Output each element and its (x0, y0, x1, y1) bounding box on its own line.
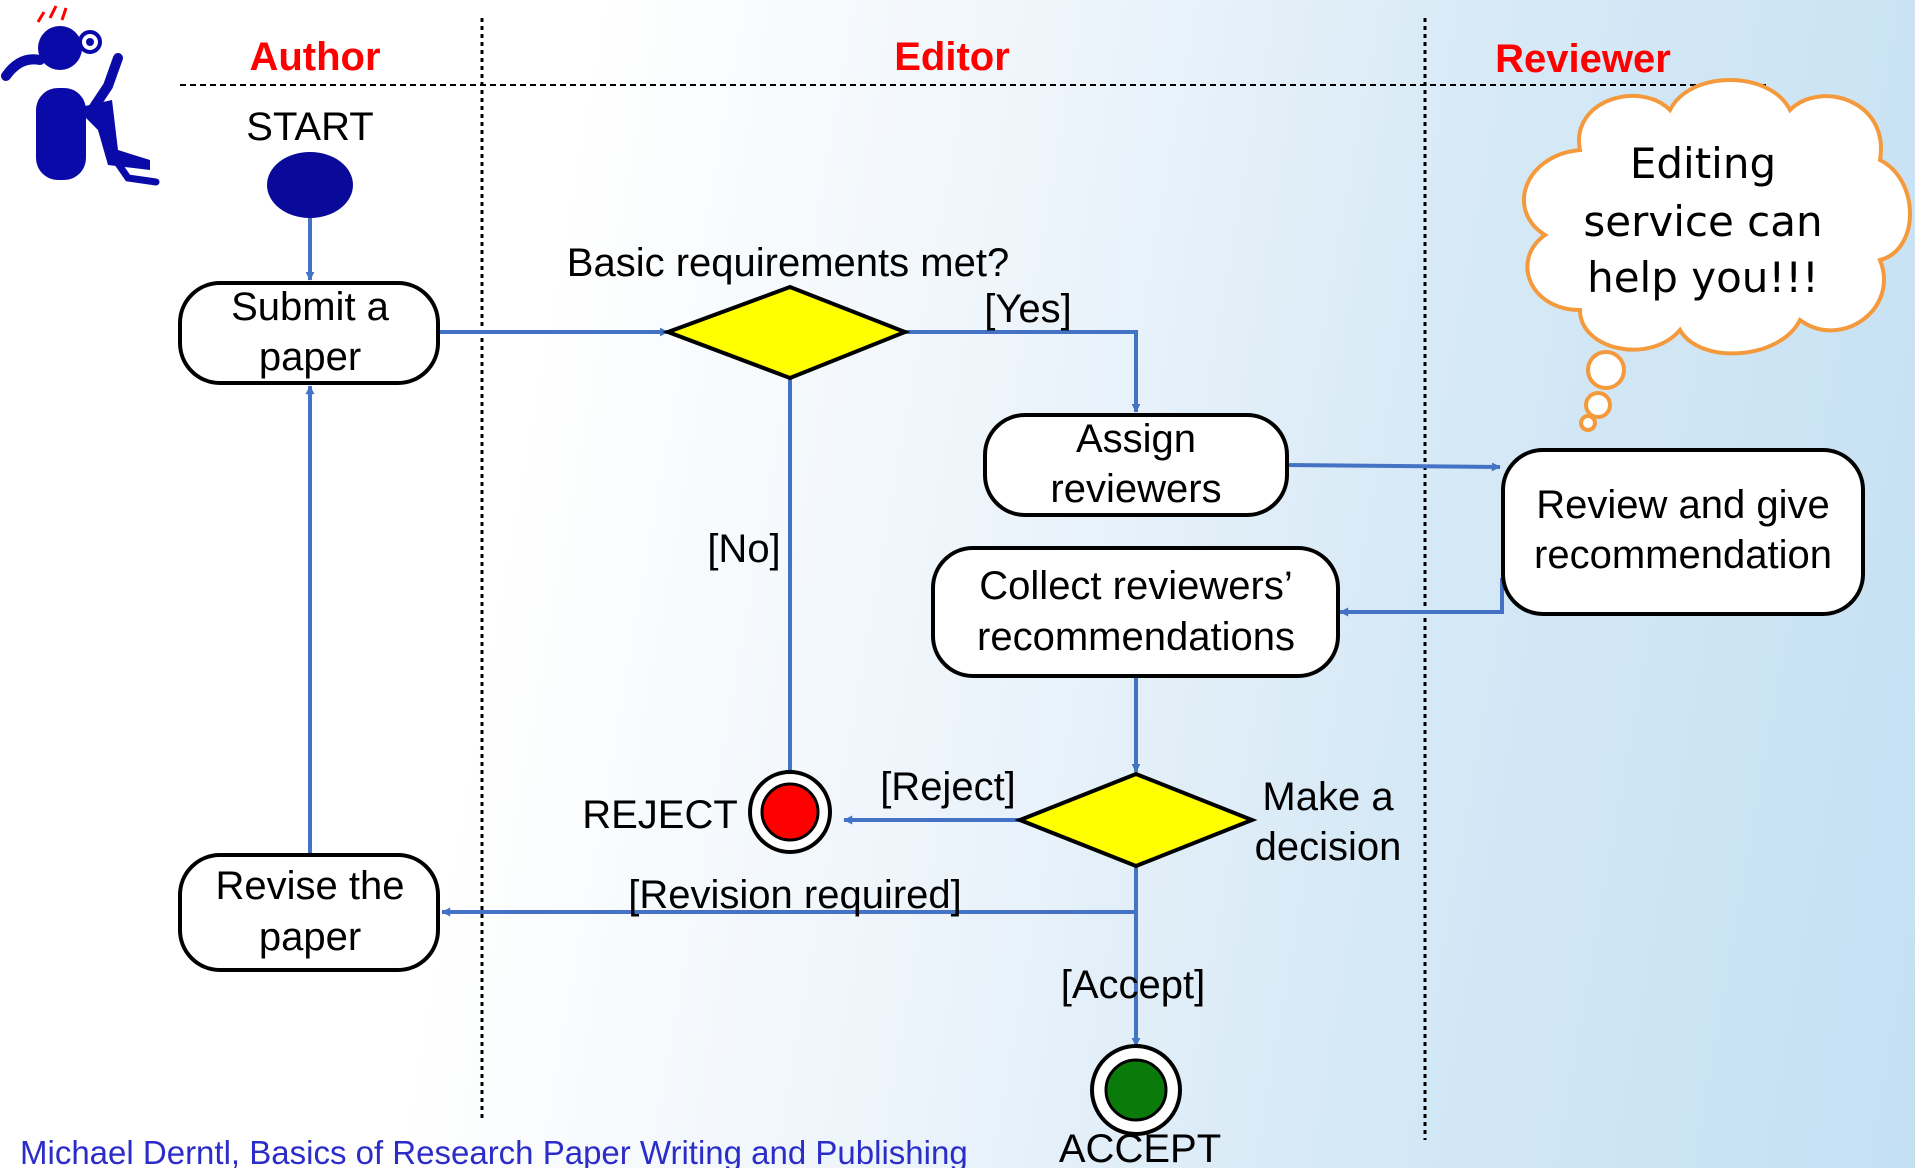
end-label-accept: ACCEPT (1059, 1127, 1221, 1168)
edge-label-yes: [Yes] (984, 287, 1071, 331)
node-review-recommend: Review and give recommendation (1501, 448, 1865, 616)
node-revise-paper: Revise the paper (178, 853, 440, 972)
decision-make-line2: decision (1255, 825, 1402, 869)
lane-title-editor: Editor (894, 35, 1010, 79)
thought-cloud-icon (1522, 78, 1912, 432)
node-submit-paper: Submit a paper (178, 281, 440, 385)
node-collect-line1: Collect reviewers’ (979, 564, 1292, 608)
node-submit-line1: Submit a (231, 285, 390, 329)
edge-label-no: [No] (707, 527, 780, 571)
node-revise-line1: Revise the (216, 864, 405, 908)
thinking-person-icon (1, 5, 160, 186)
end-label-reject: REJECT (582, 793, 738, 837)
decision-make: Make a decision (1014, 771, 1402, 869)
decision-basic-label: Basic requirements met? (567, 241, 1009, 285)
edge-label-revision: [Revision required] (628, 873, 962, 917)
cloud-line1: Editing (1630, 139, 1776, 188)
footer-credit: Michael Derntl, Basics of Research Paper… (20, 1134, 968, 1168)
node-assign-line1: Assign (1076, 417, 1196, 461)
edge-assign-review (1285, 462, 1501, 472)
edge-label-accept: [Accept] (1061, 963, 1206, 1007)
end-node-accept (1090, 1044, 1182, 1136)
edges (305, 218, 1504, 1047)
node-assign-reviewers: Assign reviewers (983, 413, 1289, 517)
lane-title-reviewer: Reviewer (1495, 37, 1671, 81)
node-review-line2: recommendation (1534, 533, 1832, 577)
decision-basic-requirements: Basic requirements met? (567, 241, 1009, 381)
lane-title-author: Author (249, 35, 380, 79)
edge-review-collect (1339, 578, 1504, 617)
start-label: START (246, 105, 373, 149)
edge-basic-assign (905, 330, 1141, 413)
node-collect-line2: recommendations (977, 615, 1295, 659)
cloud-line3: help you!!! (1587, 253, 1819, 302)
node-review-line1: Review and give (1536, 483, 1830, 527)
node-assign-line2: reviewers (1050, 467, 1221, 511)
node-collect-recommendations: Collect reviewers’ recommendations (931, 546, 1340, 678)
node-submit-line2: paper (259, 335, 361, 379)
cloud-line2: service can (1583, 197, 1822, 246)
node-revise-line2: paper (259, 915, 361, 959)
end-node-reject (748, 770, 832, 854)
decision-make-line1: Make a (1262, 775, 1394, 819)
start-node (267, 152, 353, 218)
edge-label-reject: [Reject] (880, 765, 1016, 809)
